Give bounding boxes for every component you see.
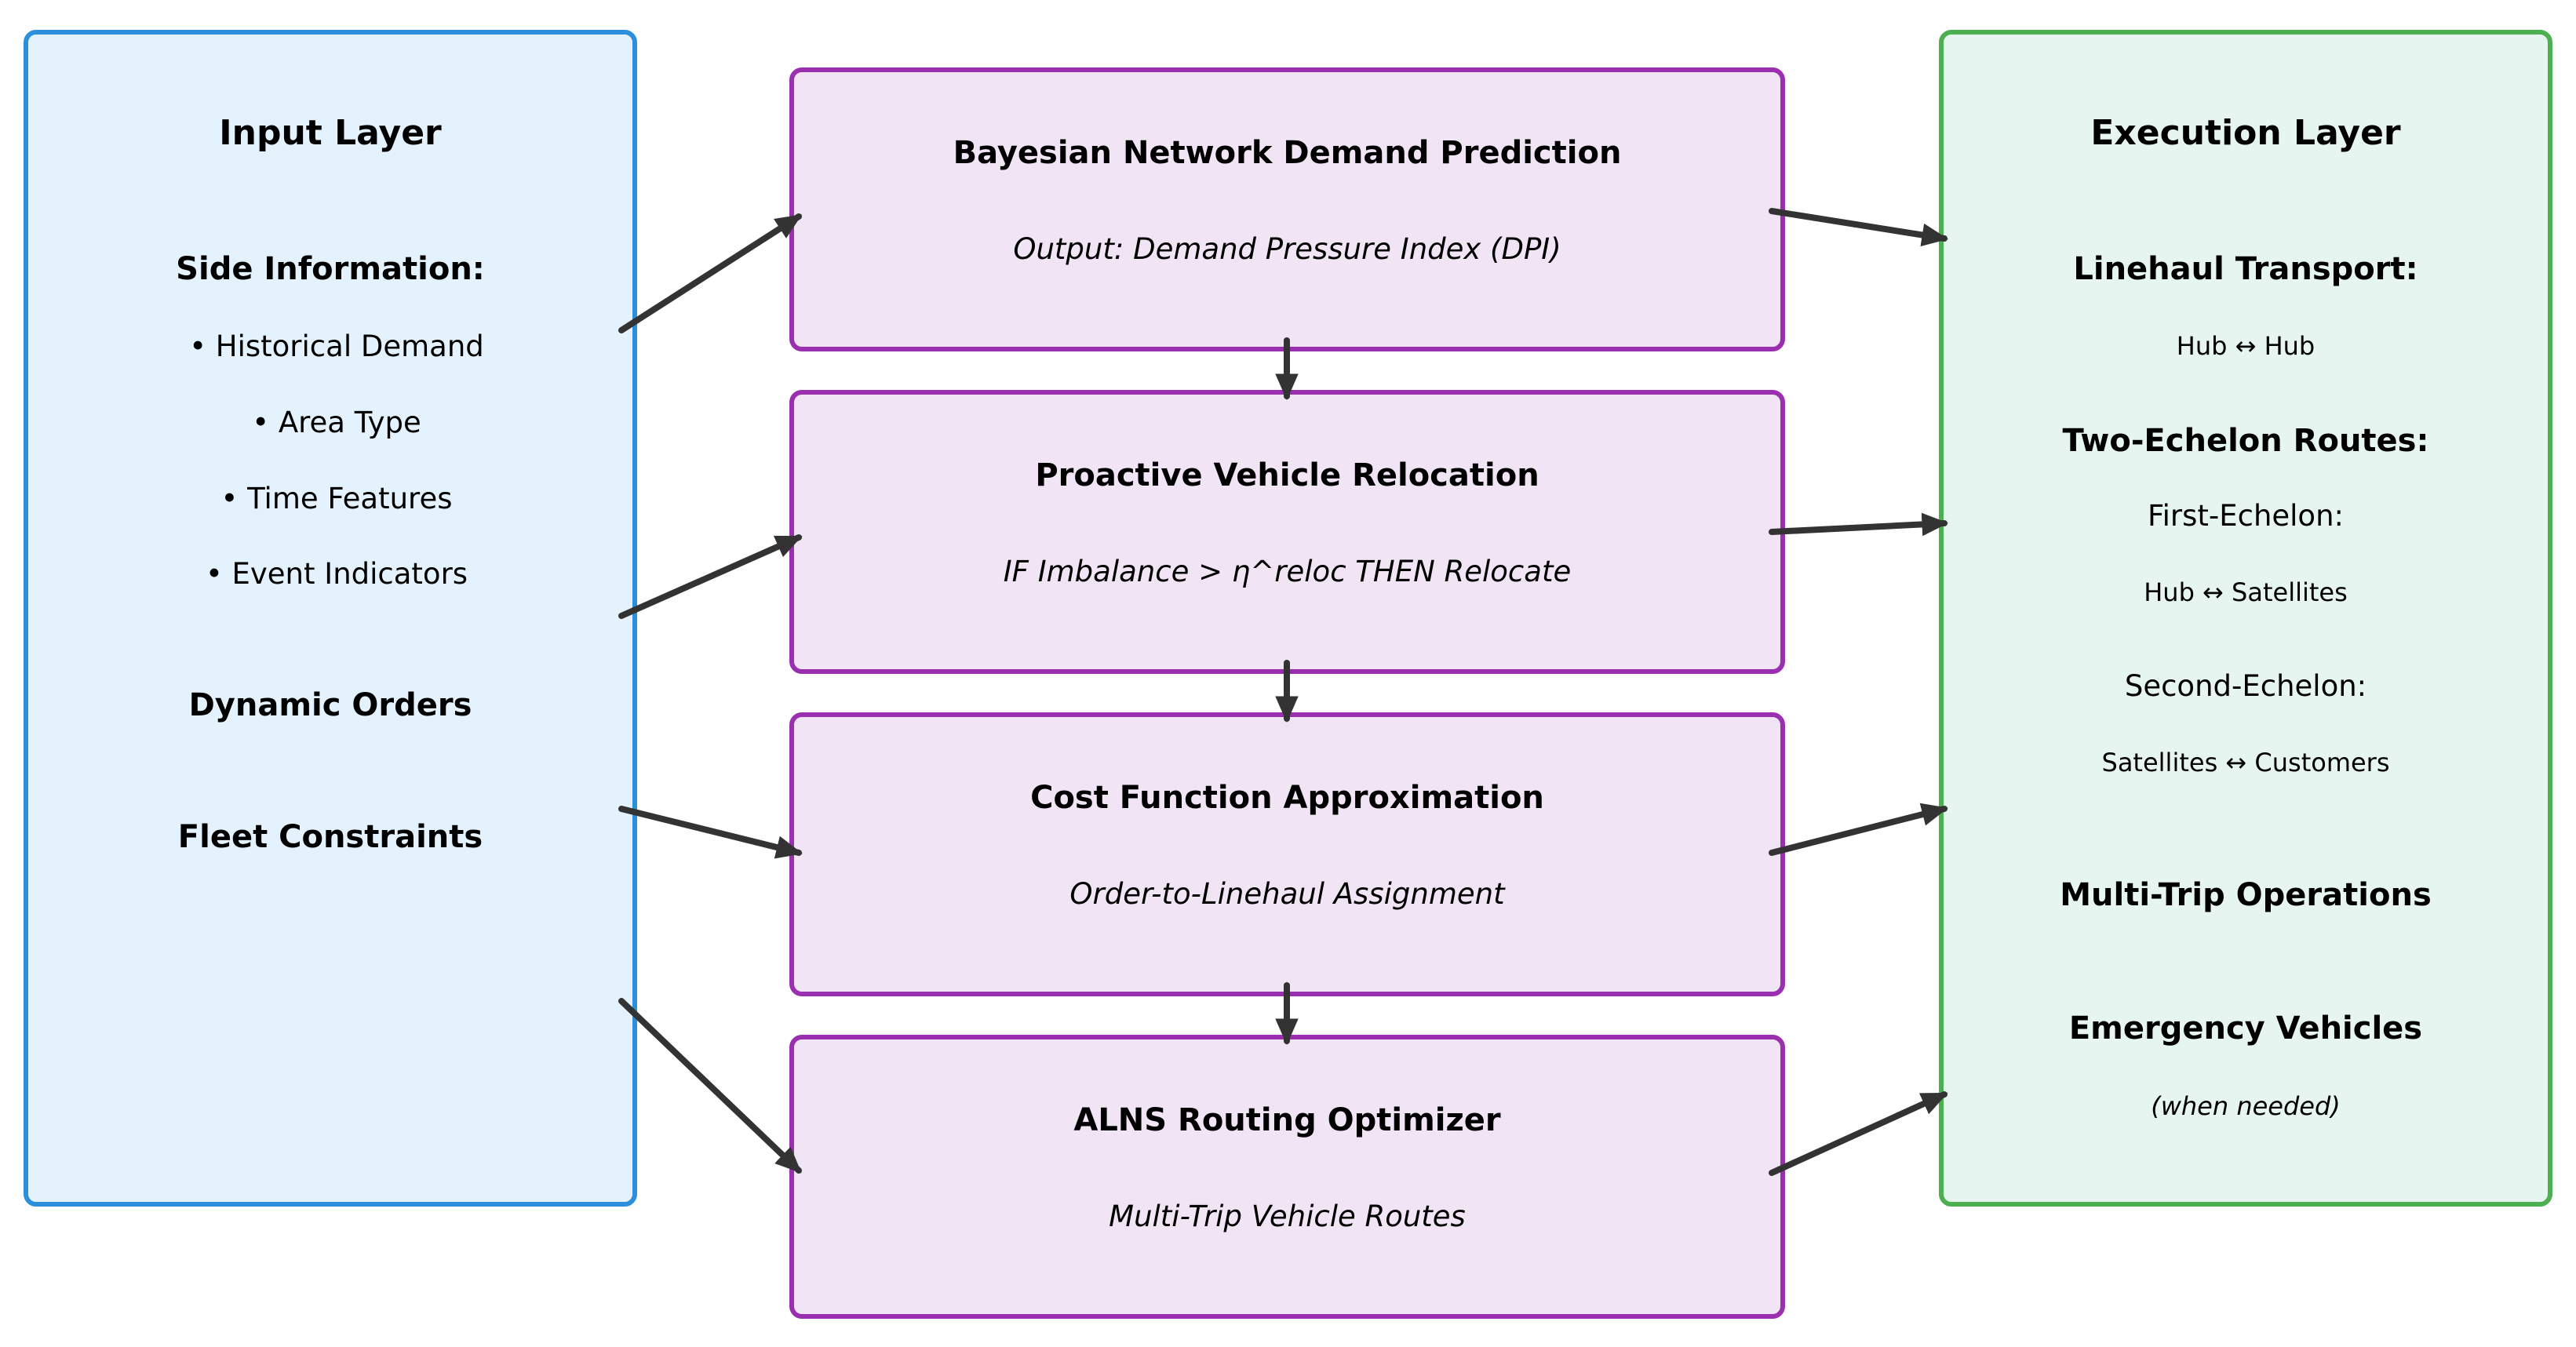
two-echelon-heading: Two-Echelon Routes: [2062,423,2429,459]
vehicle-relocation-title: Proactive Vehicle Relocation [1035,457,1539,493]
second-echelon-label: Second-Echelon: [2124,669,2367,703]
side-info-item: • Historical Demand [189,329,484,363]
demand-prediction-box: Bayesian Network Demand Prediction Outpu… [789,67,1785,351]
side-info-item: • Time Features [220,482,453,515]
arrow-demand-to-execution [1769,208,1948,247]
arrow-input-to-cost [618,806,803,859]
demand-prediction-title: Bayesian Network Demand Prediction [953,135,1622,171]
side-information-heading: Side Information: [176,251,485,287]
alns-routing-box: ALNS Routing Optimizer Multi-Trip Vehicl… [789,1035,1785,1319]
alns-routing-title: ALNS Routing Optimizer [1073,1102,1501,1138]
first-echelon-label: First-Echelon: [2148,499,2344,533]
input-layer-title: Input Layer [219,113,442,153]
multi-trip-label: Multi-Trip Operations [2060,877,2432,913]
input-layer-panel: Input Layer Side Information: • Historic… [24,30,637,1207]
vehicle-relocation-subtitle: IF Imbalance > η^reloc THEN Relocate [1003,555,1572,588]
side-info-item: • Event Indicators [205,557,468,591]
vehicle-relocation-box: Proactive Vehicle Relocation IF Imbalanc… [789,390,1785,674]
linehaul-heading: Linehaul Transport: [2073,251,2418,287]
arrow-input-to-demand [618,213,803,333]
demand-prediction-subtitle: Output: Demand Pressure Index (DPI) [1013,232,1561,266]
arrow-input-to-alns [618,998,802,1174]
arrow-cost-to-execution [1769,803,1948,856]
second-echelon-detail: Satellites ↔ Customers [2101,748,2390,777]
arrow-input-to-relocation [618,534,803,619]
cost-function-title: Cost Function Approximation [1030,780,1544,816]
alns-routing-subtitle: Multi-Trip Vehicle Routes [1109,1200,1466,1233]
execution-layer-title: Execution Layer [2090,113,2401,153]
dynamic-orders-label: Dynamic Orders [188,687,472,723]
execution-layer-panel: Execution Layer Linehaul Transport: Hub … [1939,30,2552,1207]
emergency-vehicles-label: Emergency Vehicles [2068,1010,2423,1047]
arrow-relocation-to-execution [1769,512,1949,537]
first-echelon-detail: Hub ↔ Satellites [2144,577,2348,607]
emergency-note: (when needed) [2151,1091,2341,1121]
fleet-constraints-label: Fleet Constraints [177,819,483,855]
linehaul-detail: Hub ↔ Hub [2176,331,2315,361]
arrow-alns-to-execution [1769,1091,1948,1176]
side-info-item: • Area Type [252,406,421,439]
cost-function-subtitle: Order-to-Linehaul Assignment [1069,877,1505,911]
